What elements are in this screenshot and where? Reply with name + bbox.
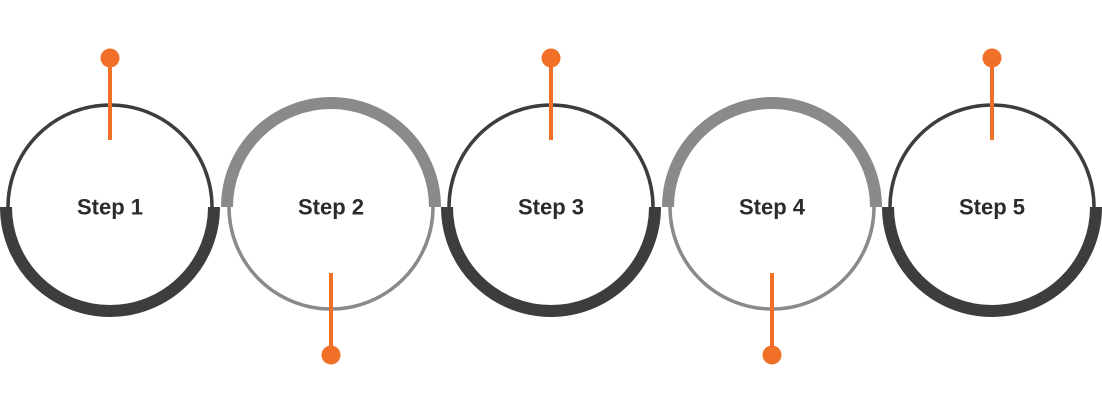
step-1-marker-dot (100, 48, 120, 68)
step-5-label: Step 5 (959, 195, 1025, 220)
step-3: Step 3 (441, 48, 661, 317)
step-1-label: Step 1 (77, 195, 143, 220)
step-2: Step 2 (221, 97, 441, 365)
step-1: Step 1 (0, 48, 220, 317)
step-4: Step 4 (662, 97, 882, 365)
step-4-thick-arc (662, 97, 882, 208)
step-5-marker-dot (982, 48, 1002, 68)
step-4-label: Step 4 (739, 195, 806, 220)
step-3-label: Step 3 (518, 195, 584, 220)
step-2-label: Step 2 (298, 195, 364, 220)
step-3-marker-dot (541, 48, 561, 68)
step-2-thick-arc (221, 97, 441, 208)
step-4-marker-dot (762, 345, 782, 365)
step-5-thick-arc (882, 206, 1102, 317)
step-2-marker-dot (321, 345, 341, 365)
step-3-thick-arc (441, 206, 661, 317)
step-5: Step 5 (882, 48, 1102, 317)
step-1-thick-arc (0, 206, 220, 317)
